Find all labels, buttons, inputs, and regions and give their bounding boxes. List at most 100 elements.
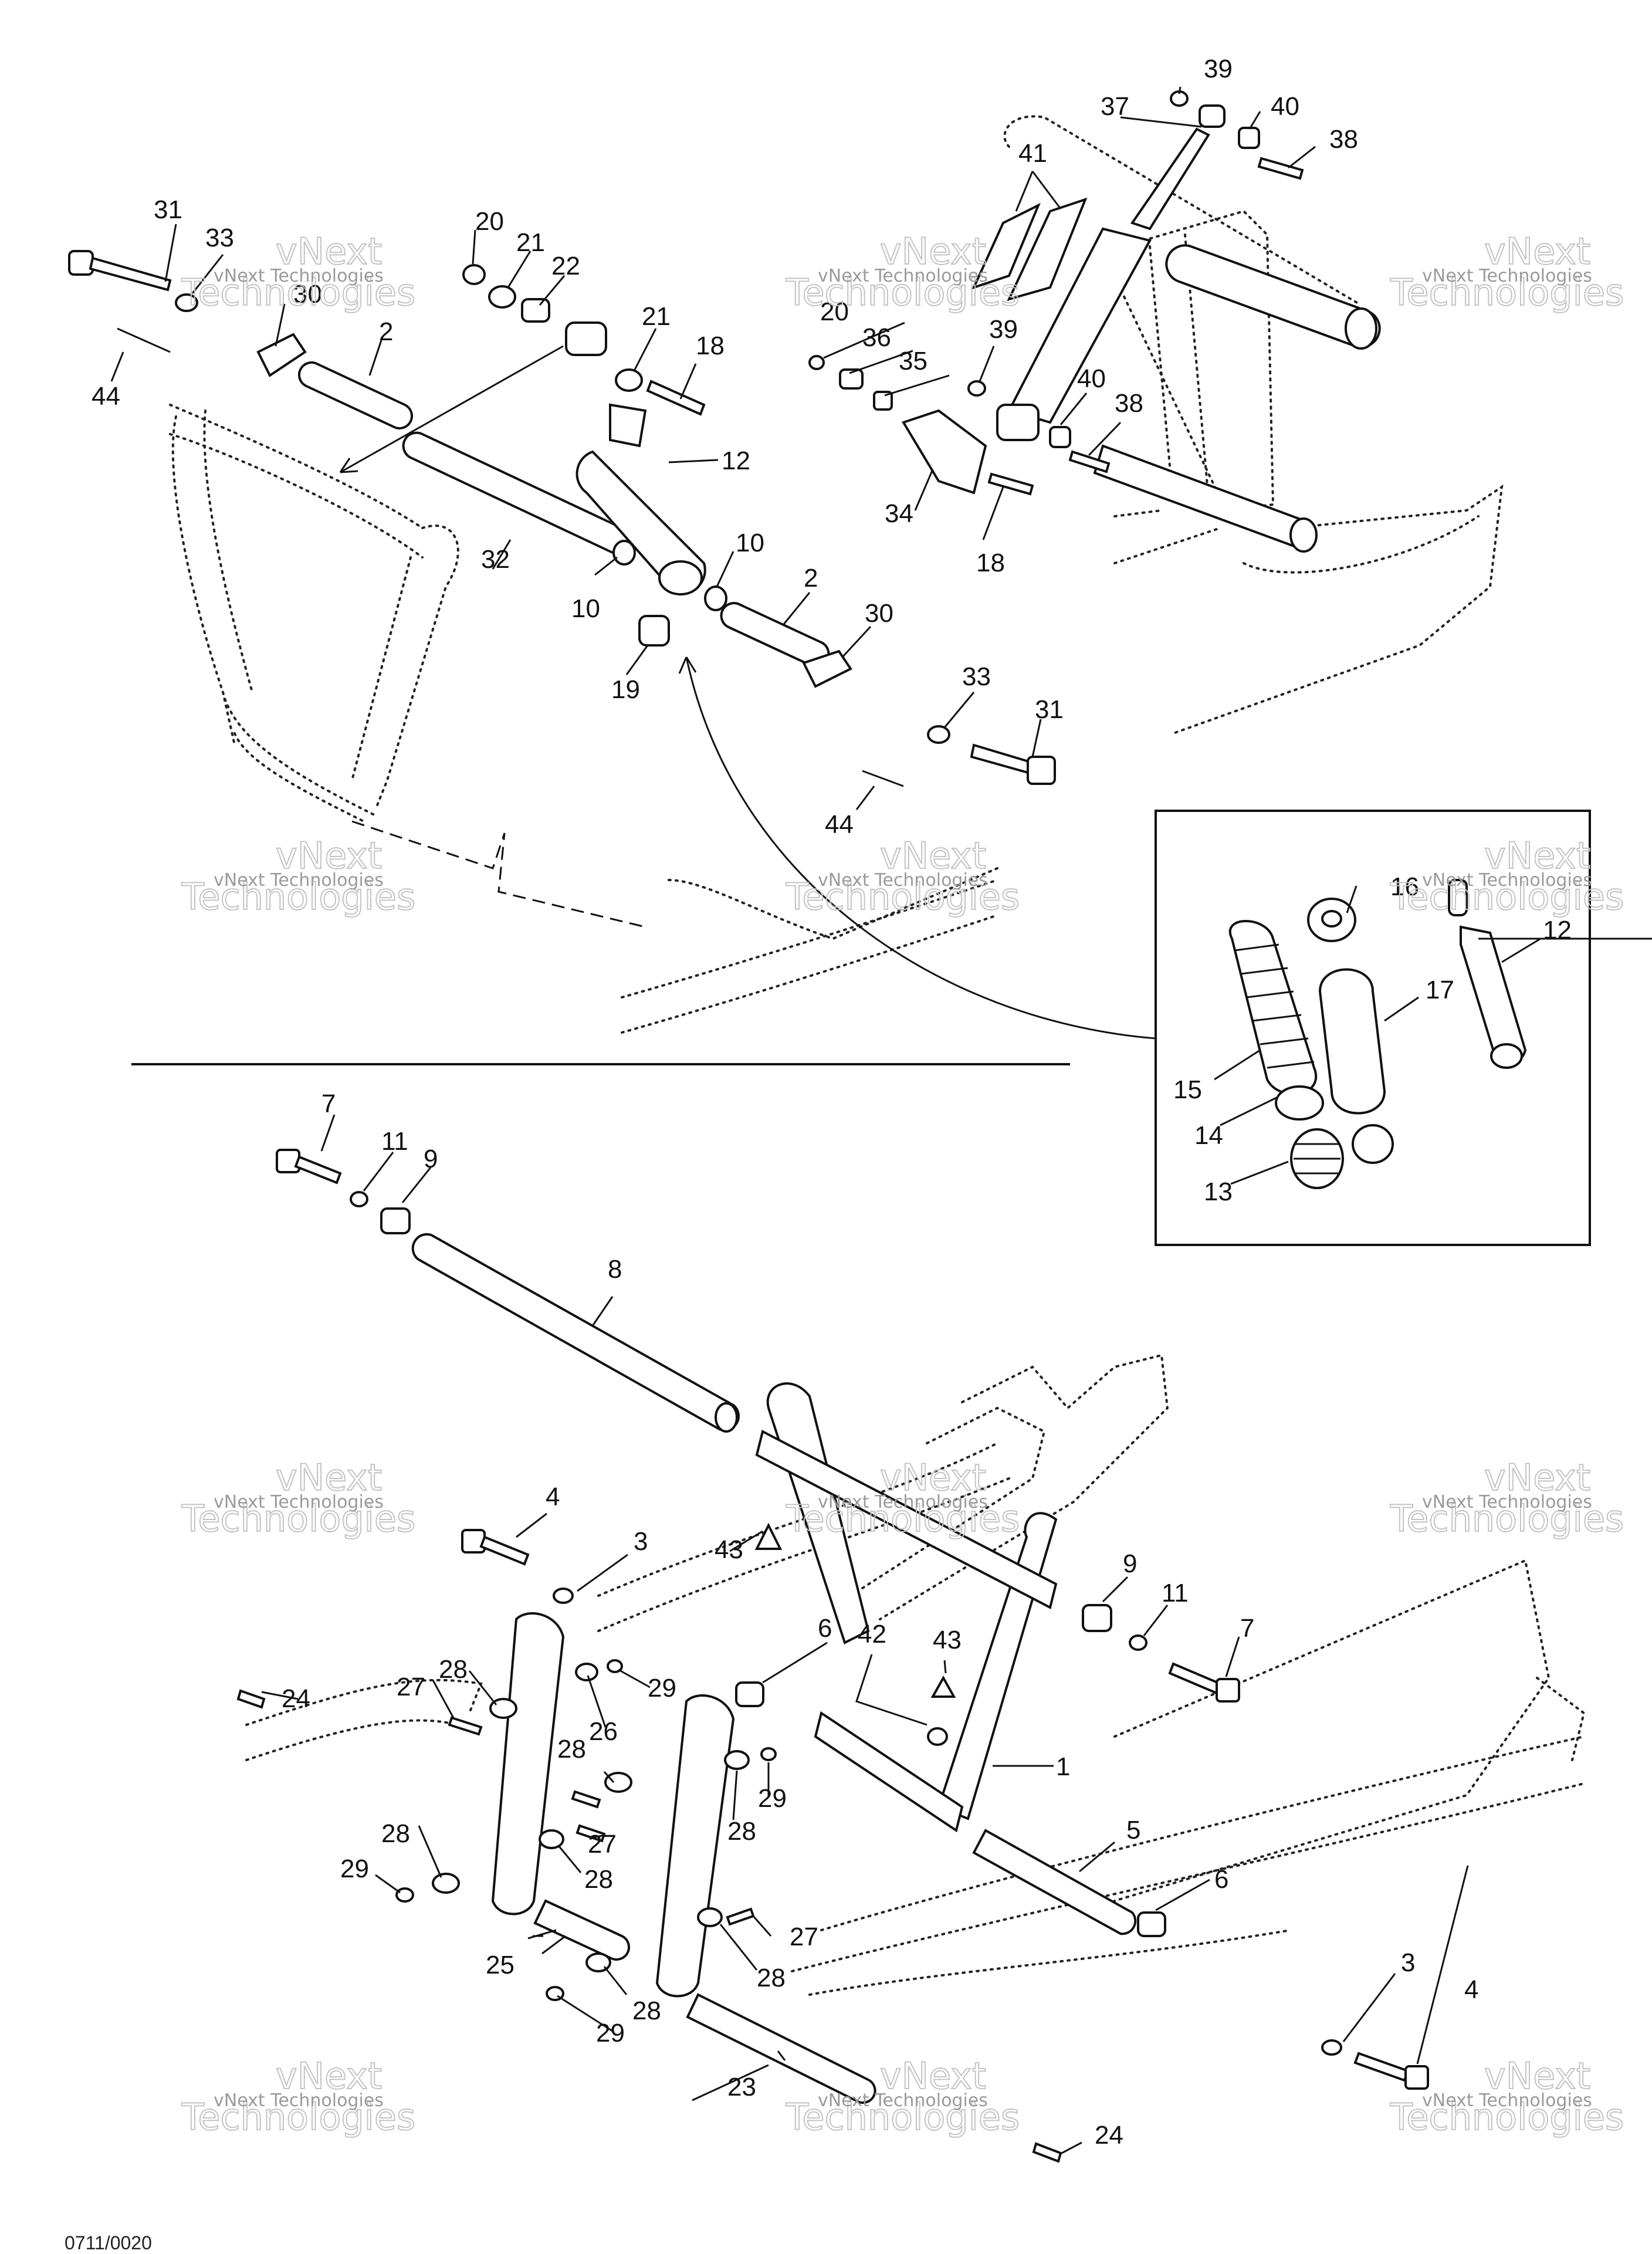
callout-44-lower: 44	[825, 810, 854, 839]
svg-text:vNext Technologies: vNext Technologies	[1422, 1492, 1592, 1512]
callout-29-upper: 29	[648, 1674, 676, 1703]
link-arm-right-26	[655, 1694, 735, 1998]
watermark-5: vNext Technologies vNext Technologies	[785, 834, 1020, 919]
arrow-to-detail	[685, 656, 1156, 1040]
svg-text:vNext Technologies: vNext Technologies	[214, 1492, 384, 1512]
bolt-18-top	[646, 380, 706, 416]
spacer-2-upper	[298, 361, 413, 429]
bolt-27-a	[448, 1716, 483, 1736]
callout-20-upper: 20	[475, 207, 504, 236]
callout-28-mid: 28	[557, 1735, 586, 1764]
washer-10-right	[704, 586, 727, 611]
svg-text:vNext: vNext	[880, 834, 986, 877]
callout-5: 5	[1126, 1816, 1140, 1845]
callout-21-upper: 21	[516, 228, 545, 257]
bushing-22	[521, 298, 550, 323]
bolt-24-lower	[1032, 2142, 1062, 2163]
watermark-2: vNext Technologies vNext Technologies	[785, 229, 1020, 314]
callout-13: 13	[1204, 1177, 1233, 1206]
nut-29-c	[395, 1887, 414, 1903]
washer-11-left	[350, 1191, 368, 1207]
callout-44-upper: 44	[92, 382, 120, 411]
bushing-9-left	[380, 1207, 411, 1234]
washer-3-lower	[1321, 2039, 1342, 2056]
nut-39-mid	[967, 380, 986, 397]
svg-text:Technologies: Technologies	[1390, 875, 1624, 918]
link-arm-left-26	[491, 1612, 565, 1915]
washer-33-lower	[927, 725, 950, 744]
callout-16: 16	[1390, 872, 1419, 901]
callout-2-lower: 2	[804, 564, 818, 593]
grease-fitting-43-upper	[754, 1522, 783, 1550]
watermark-4: vNext Technologies vNext Technologies	[181, 834, 416, 919]
callout-4-lower: 4	[1464, 1975, 1478, 2004]
callout-28-upper: 28	[439, 1655, 468, 1684]
rear-lower-tube	[1093, 444, 1318, 553]
washer-28-d	[724, 1750, 750, 1770]
svg-text:vNext Technologies: vNext Technologies	[1422, 266, 1592, 286]
svg-text:Technologies: Technologies	[1390, 1497, 1624, 1540]
leader-lines	[110, 86, 1652, 2155]
callout-30-upper: 30	[293, 280, 322, 309]
callout-28-right-low: 28	[757, 1964, 786, 1992]
axle-8	[411, 1233, 740, 1433]
tube-25	[533, 1899, 630, 1961]
washer-21-lower	[615, 368, 643, 392]
callout-8: 8	[608, 1255, 622, 1284]
washer-10-left	[612, 540, 636, 566]
rear-cross-tube	[1165, 244, 1381, 350]
callout-43-upper: 43	[715, 1535, 743, 1564]
nut-20-rear	[808, 355, 825, 370]
arrow-to-arm	[340, 345, 564, 473]
callout-17: 17	[1426, 976, 1454, 1004]
decal-41-left	[971, 202, 1041, 290]
callout-18-rear: 18	[976, 549, 1005, 577]
callout-24-lower: 24	[1095, 2121, 1123, 2150]
svg-text:vNext Technologies: vNext Technologies	[818, 2090, 988, 2111]
callout-37: 37	[1101, 92, 1129, 121]
callout-28-left-low: 28	[381, 1819, 410, 1848]
callout-38-top: 38	[1329, 125, 1358, 154]
bolt-27-b	[571, 1790, 601, 1809]
callout-20-rear: 20	[820, 297, 849, 326]
front-arm-frame	[169, 404, 998, 1034]
callout-labels: 31 33 30 2 44 20 21 22 21 18 12 32 10 10…	[92, 55, 1572, 2150]
spacer-40-top	[1238, 127, 1260, 149]
callout-32: 32	[481, 545, 510, 574]
callout-1: 1	[1056, 1752, 1070, 1781]
callout-27-right-low: 27	[790, 1923, 818, 1951]
callout-7-right: 7	[1240, 1614, 1254, 1643]
callout-11-right: 11	[1162, 1579, 1189, 1607]
svg-text:vNext: vNext	[1484, 230, 1590, 273]
bushing-6-upper	[735, 1681, 764, 1707]
callout-27-upper: 27	[397, 1673, 425, 1701]
bracket-30-lower	[802, 649, 852, 688]
callout-12-detail: 12	[1543, 916, 1572, 945]
callout-6-upper: 6	[818, 1614, 832, 1643]
watermark-3: vNext Technologies vNext Technologies	[1389, 229, 1624, 314]
watermark-9: vNext Technologies vNext Technologies	[1389, 1456, 1624, 1541]
washer-28-e	[539, 1829, 564, 1849]
watermarks: vNext Technologies vNext Technologies vN…	[181, 229, 1624, 2139]
grease-fitting-43-lower	[930, 1675, 956, 1698]
watermark-1: vNext Technologies vNext Technologies	[181, 229, 416, 314]
callout-36: 36	[862, 323, 891, 352]
decal-41-right	[1007, 197, 1088, 302]
watermark-6: vNext Technologies vNext Technologies	[1389, 834, 1624, 919]
washer-21-upper	[488, 285, 516, 309]
svg-text:vNext: vNext	[276, 2055, 382, 2097]
washer-28-h	[432, 1873, 460, 1894]
callout-28-right: 28	[727, 1817, 756, 1846]
bracket-30-upper	[256, 333, 307, 377]
svg-text:vNext: vNext	[880, 230, 986, 273]
svg-text:vNext: vNext	[880, 1456, 986, 1499]
bolt-18-rear	[987, 472, 1034, 496]
callout-29-bottom: 29	[596, 2019, 625, 2047]
callout-27-mid: 27	[588, 1830, 617, 1859]
watermark-8: vNext Technologies vNext Technologies	[785, 1456, 1020, 1541]
callout-39-mid: 39	[989, 315, 1018, 344]
svg-text:vNext: vNext	[1484, 2055, 1590, 2097]
watermark-12: vNext Technologies vNext Technologies	[1389, 2054, 1624, 2139]
plug-42	[927, 1727, 948, 1746]
